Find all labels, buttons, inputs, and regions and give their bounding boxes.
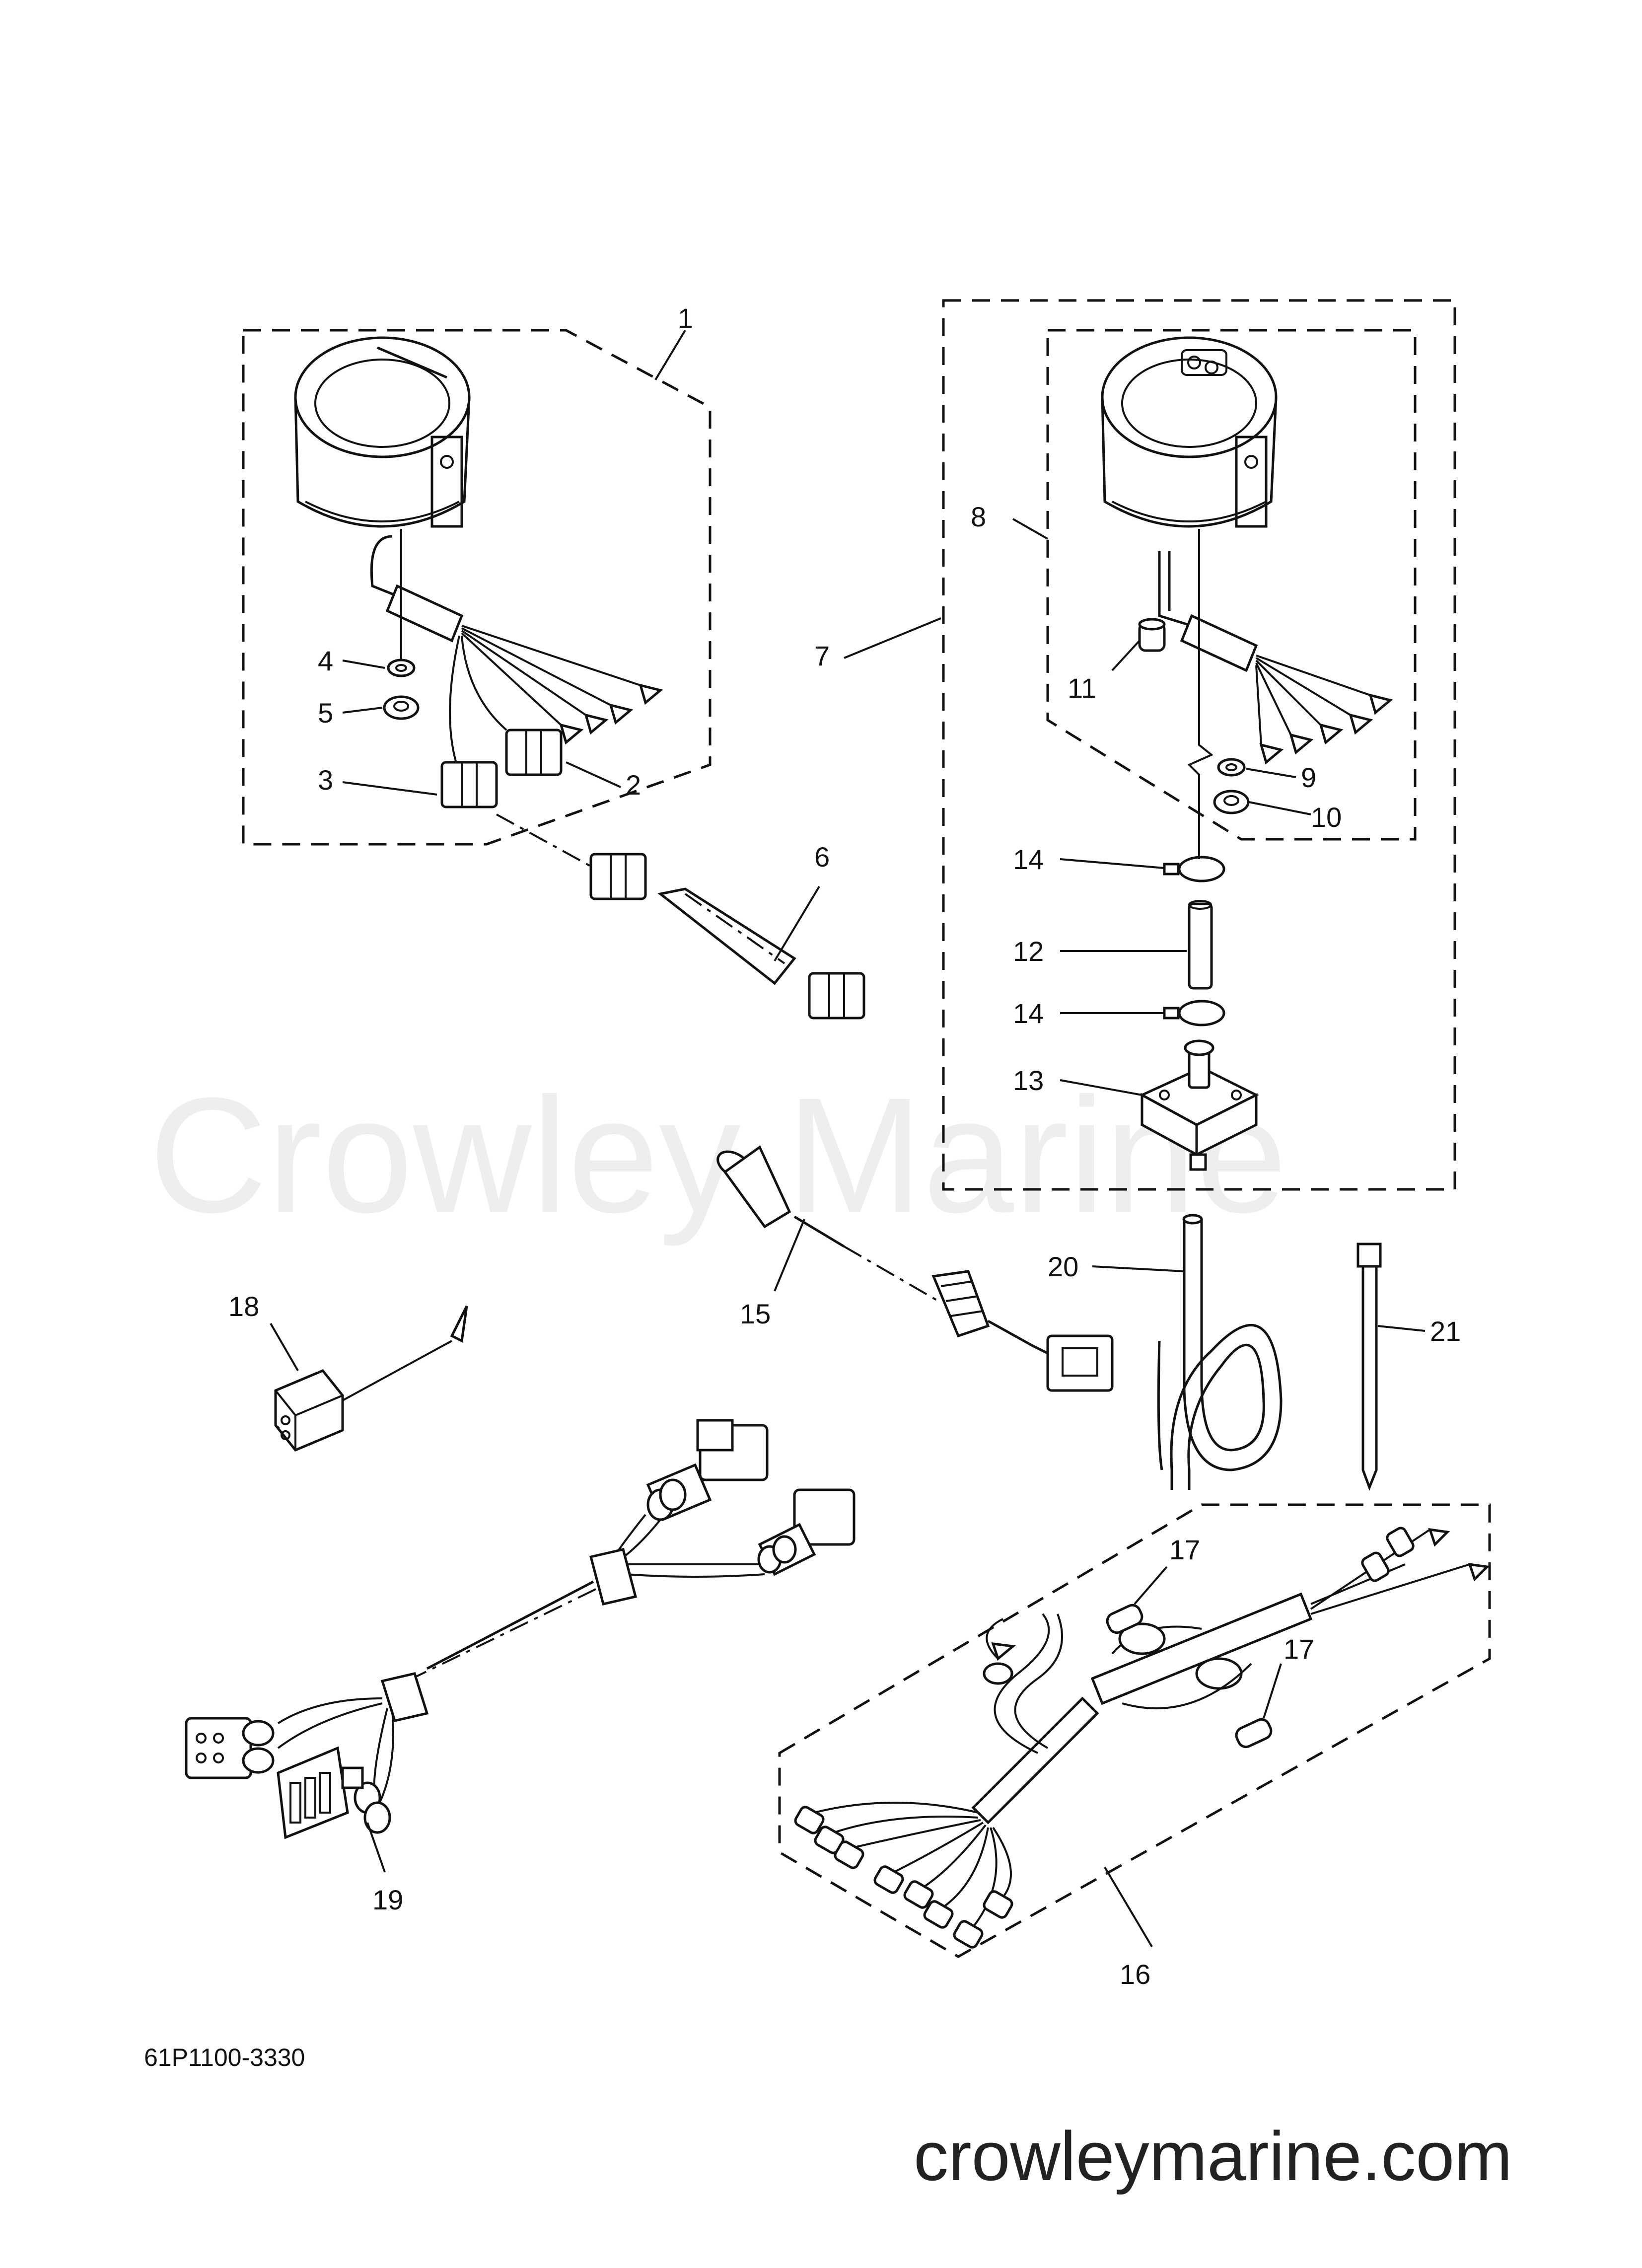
- callout-20: 20: [1048, 1251, 1078, 1282]
- callout-19: 19: [372, 1884, 403, 1915]
- callout-13: 13: [1013, 1065, 1044, 1096]
- gauge-1-harness: [370, 535, 663, 765]
- clamp-14-top[interactable]: [1163, 856, 1225, 882]
- callout-9: 9: [1301, 762, 1316, 793]
- harness-16[interactable]: [793, 1526, 1490, 1949]
- callout-4: 4: [318, 645, 333, 676]
- washer-4[interactable]: [387, 658, 416, 677]
- main-harness-19[interactable]: [185, 1419, 856, 1839]
- callout-11: 11: [1068, 672, 1096, 704]
- kit-16-outline: [778, 1503, 1491, 1958]
- gauge-8-harness: [1158, 551, 1393, 765]
- extension-harness-6[interactable]: [496, 813, 865, 1020]
- callout-10: 10: [1311, 802, 1342, 833]
- kit-8-outline: [1046, 329, 1417, 841]
- gauge-8[interactable]: [1101, 336, 1278, 561]
- callout-1: 1: [678, 302, 693, 334]
- callout-16: 16: [1120, 1959, 1150, 1990]
- pressure-line: [1187, 561, 1214, 859]
- pressure-sensor-13[interactable]: [1139, 1039, 1259, 1171]
- nut-10[interactable]: [1213, 790, 1250, 814]
- cable-tie-21[interactable]: [1356, 1243, 1382, 1491]
- speed-sensor-15[interactable]: [714, 1145, 1114, 1392]
- leader-lines: [270, 329, 1426, 1948]
- coupler-18[interactable]: [274, 1305, 468, 1452]
- callout-6: 6: [814, 841, 830, 873]
- callout-3: 3: [318, 764, 333, 796]
- callout-14a: 14: [1013, 844, 1044, 875]
- cap-17-top[interactable]: [1105, 1603, 1144, 1635]
- callout-21: 21: [1430, 1316, 1461, 1347]
- hose-12[interactable]: [1188, 900, 1213, 990]
- nut-5[interactable]: [383, 695, 420, 720]
- callout-5: 5: [318, 697, 333, 729]
- connector-3[interactable]: [440, 761, 498, 808]
- callout-18: 18: [228, 1291, 259, 1322]
- part-number: 61P1100-3330: [144, 2044, 305, 2071]
- callout-17a: 17: [1169, 1534, 1200, 1565]
- cap-11[interactable]: [1138, 618, 1166, 652]
- callout-15: 15: [740, 1298, 771, 1329]
- washer-9[interactable]: [1217, 758, 1246, 777]
- clamp-14-bottom[interactable]: [1163, 1000, 1225, 1026]
- cap-17-bottom[interactable]: [1234, 1717, 1274, 1750]
- callout-8: 8: [971, 501, 986, 532]
- callout-2: 2: [626, 769, 641, 801]
- website-url: crowleymarine.com: [914, 2117, 1512, 2195]
- callout-7: 7: [814, 640, 830, 671]
- gauge-1[interactable]: [294, 336, 471, 546]
- hose-20[interactable]: [1157, 1214, 1283, 1490]
- callout-14b: 14: [1013, 998, 1044, 1029]
- kit-1-outline: [242, 329, 712, 846]
- callout-17b: 17: [1284, 1633, 1314, 1665]
- connector-2[interactable]: [505, 729, 563, 776]
- kit-7-outline: [942, 299, 1456, 1191]
- callout-12: 12: [1013, 936, 1044, 967]
